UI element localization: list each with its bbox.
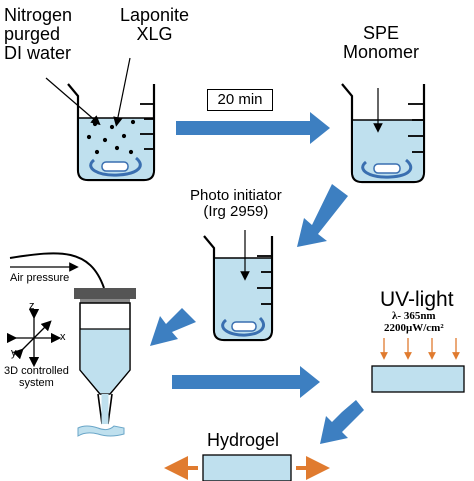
axis-label-y: y [11, 347, 17, 359]
hydrogel-slab [202, 454, 292, 481]
air-hose [9, 252, 105, 289]
xyz-axes [6, 308, 62, 368]
beaker-2 [341, 83, 426, 184]
label-air-pressure: Air pressure [10, 272, 70, 284]
arrow-step-5 [320, 400, 364, 444]
leader-laponite [113, 57, 131, 127]
beaker-3 [203, 230, 274, 342]
arrow-step-4 [172, 366, 320, 398]
label-spe-monomer: SPE Monomer [343, 23, 420, 62]
label-3d-system: 3D controlled system [4, 365, 69, 389]
label-nitrogen: Nitrogen purged DI water [4, 5, 73, 63]
arrow-step-2 [297, 184, 348, 247]
label-hydrogel: Hydrogel [207, 430, 280, 450]
label-uv-wavelength: λ- 365nm [392, 310, 436, 322]
uv-sample-slab [371, 365, 465, 393]
label-uv-intensity: 2200μW/cm² [384, 322, 444, 334]
axis-label-x: x [60, 331, 66, 343]
arrow-step-3 [150, 308, 196, 346]
stir-bar-1 [89, 156, 142, 177]
axis-label-z: z [29, 300, 35, 312]
syringe [74, 288, 136, 437]
duration-box: 20 min [207, 89, 273, 111]
arrow-step-1 [176, 112, 330, 144]
label-uv-light: UV-light [380, 288, 454, 311]
stir-bar-2 [361, 158, 413, 179]
stir-bar-3 [221, 316, 265, 337]
label-photo-initiator: Photo initiator (Irg 2959) [190, 187, 282, 220]
leader-nitrogen [45, 77, 101, 126]
uv-rays [380, 338, 460, 360]
label-laponite: Laponite XLG [120, 5, 190, 44]
beaker-1 [67, 83, 156, 182]
